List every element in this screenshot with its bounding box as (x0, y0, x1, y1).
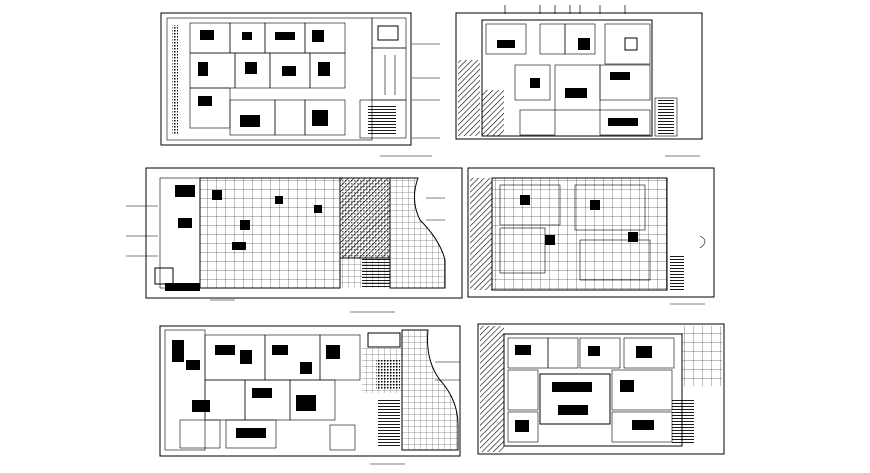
floor-plan-3 (126, 167, 463, 313)
floor-plan-4 (467, 167, 715, 305)
floor-plan-2 (455, 5, 703, 157)
floor-plan-1 (160, 12, 440, 157)
floor-plan-6 (477, 323, 725, 455)
floor-plan-5 (159, 325, 461, 465)
